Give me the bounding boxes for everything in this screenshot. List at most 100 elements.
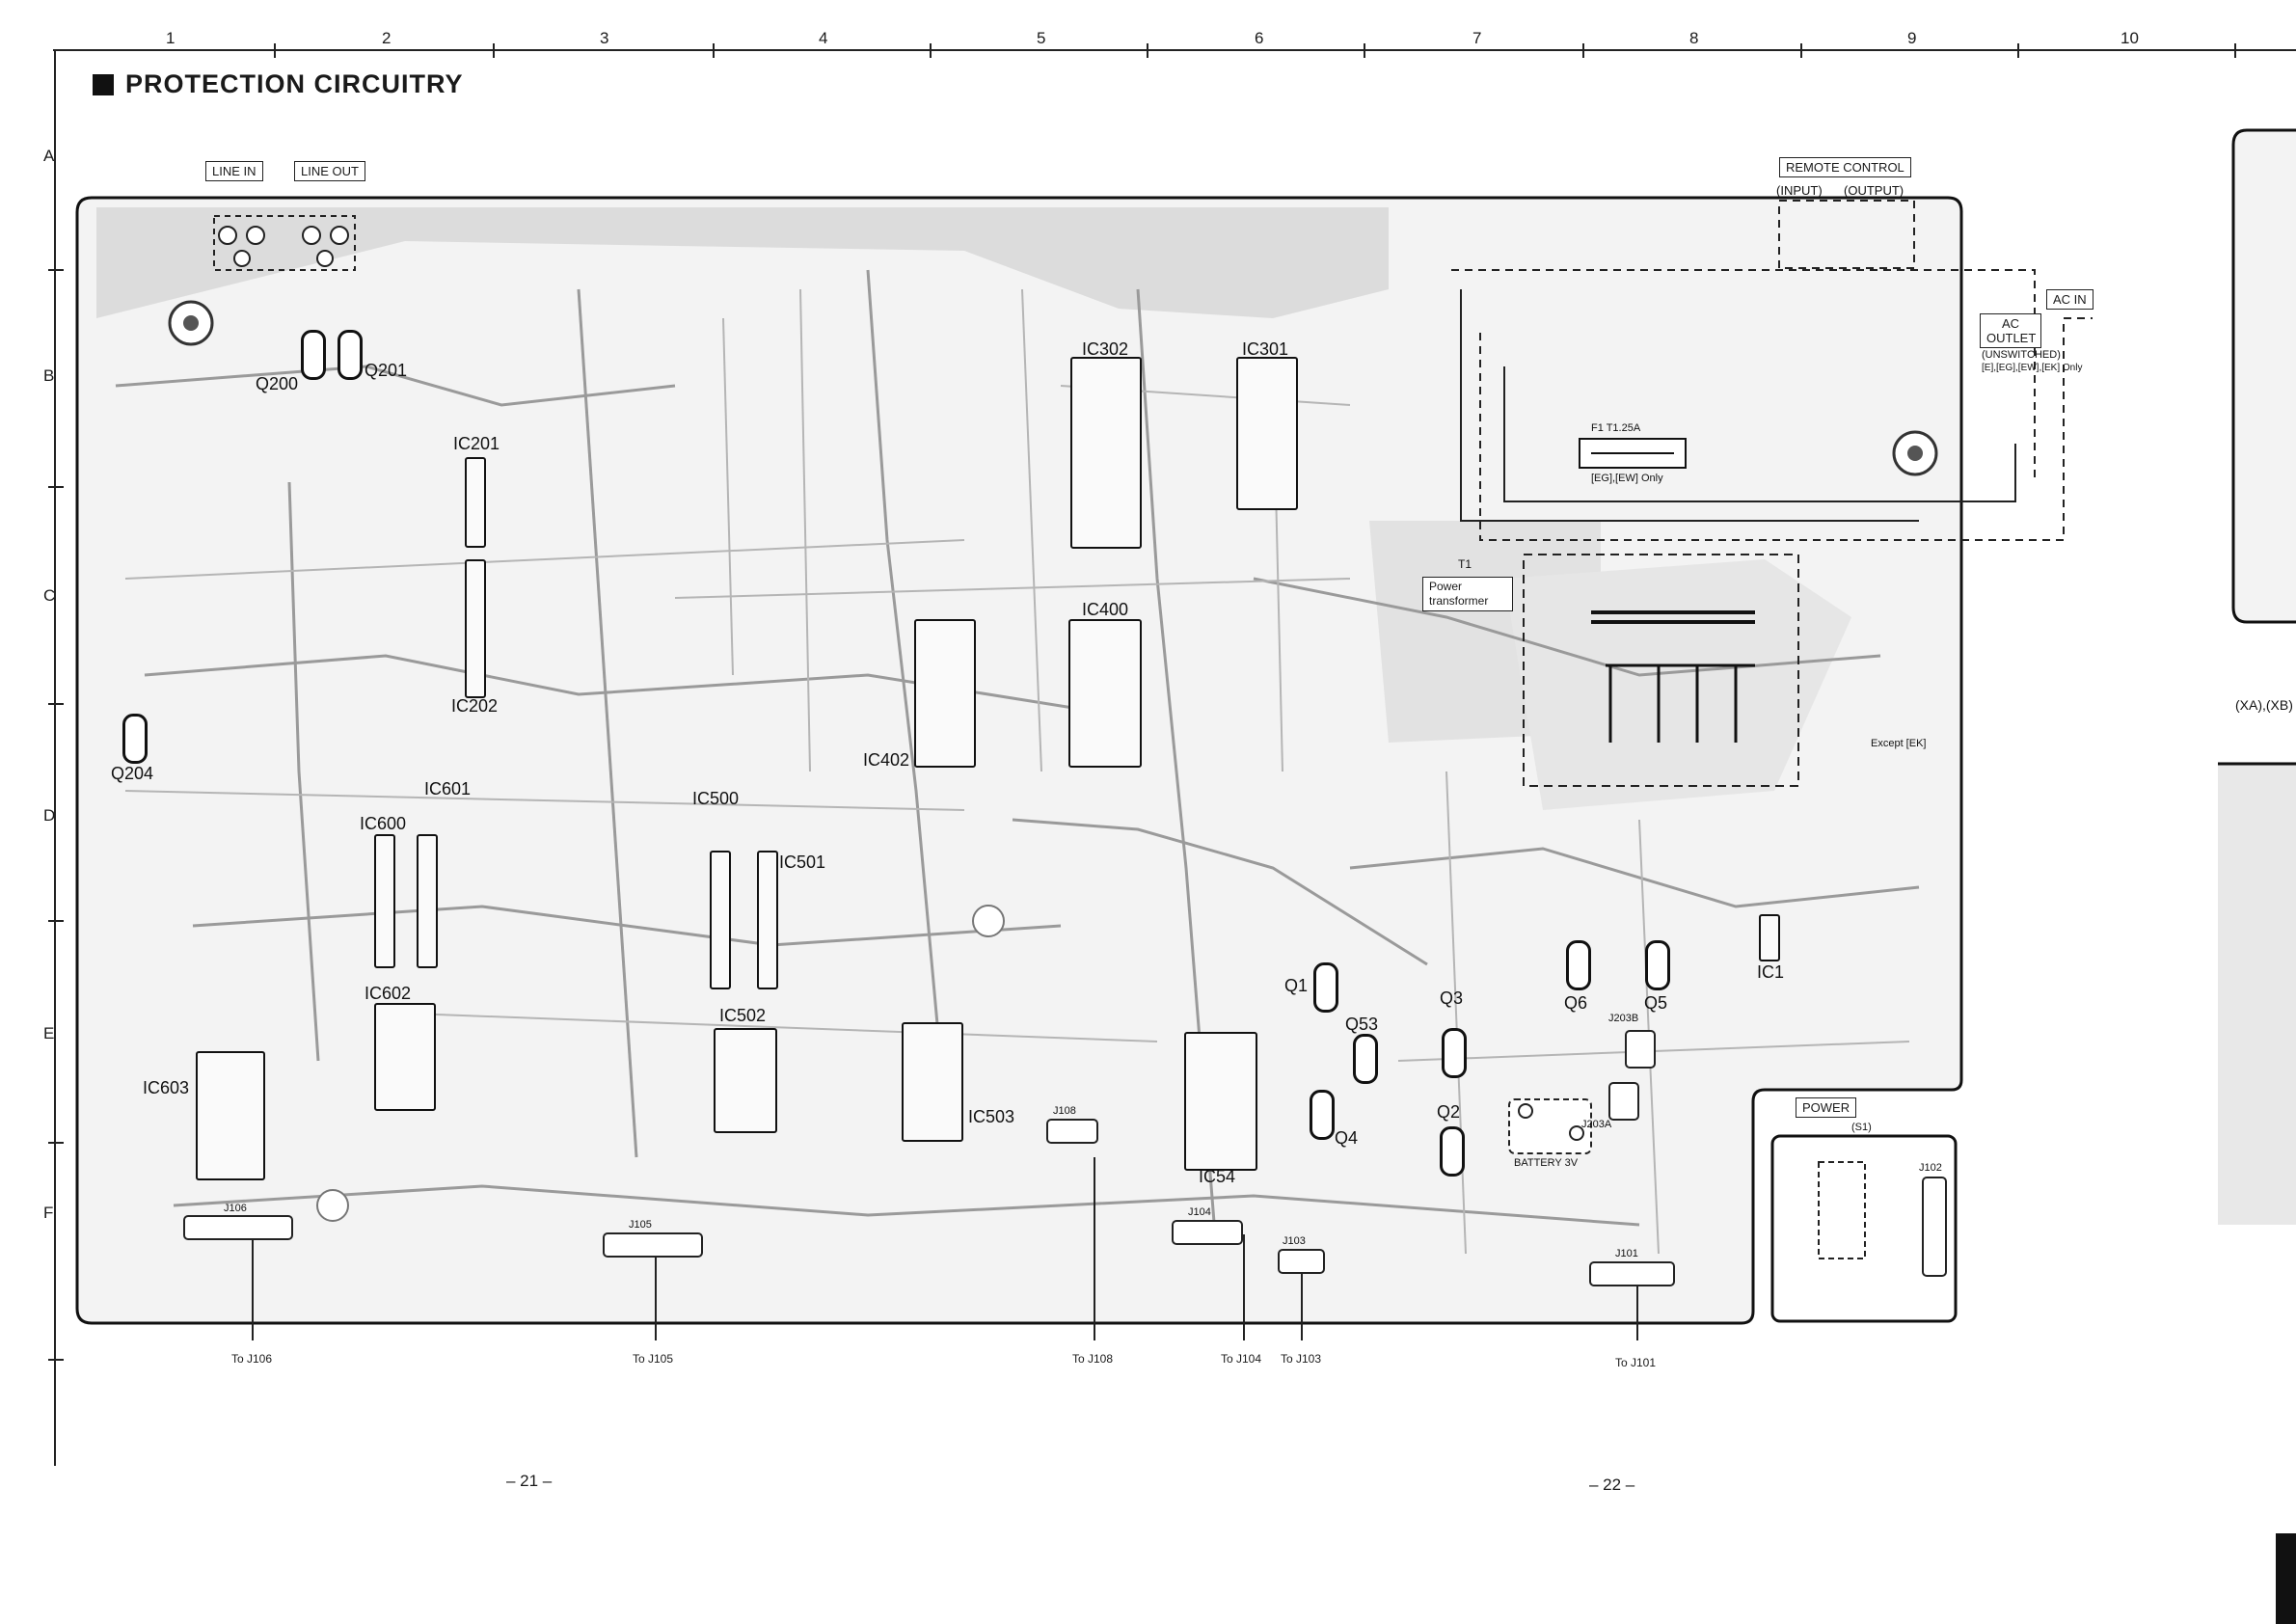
- to-label: To J104: [1221, 1352, 1262, 1366]
- transformer-label: Power transformer: [1422, 577, 1513, 611]
- column-number: 3: [600, 29, 609, 47]
- ic-label: IC402: [863, 750, 910, 770]
- ic-chip: [1759, 914, 1780, 961]
- transistor-label: Q204: [111, 764, 154, 783]
- connector-label: J108: [1053, 1105, 1076, 1117]
- fuse-label: F1 T1.25A: [1591, 422, 1641, 434]
- transistor-label: Q4: [1335, 1128, 1359, 1148]
- connector: [1278, 1249, 1325, 1274]
- ic-label: IC201: [453, 434, 500, 453]
- row-letter: E: [43, 1024, 55, 1042]
- row-letter: B: [43, 366, 55, 385]
- ic-label: IC600: [360, 814, 407, 833]
- transistor: [301, 330, 326, 380]
- line-in-label: LINE IN: [205, 161, 263, 181]
- ac-in-label: AC IN: [2046, 289, 2093, 310]
- ic-label: IC500: [692, 789, 740, 808]
- ac-outlet-label: AC OUTLET: [1980, 313, 2041, 348]
- connector-label: J103: [1283, 1235, 1306, 1247]
- ic-label: IC503: [968, 1107, 1015, 1126]
- ic-chip: [196, 1051, 265, 1180]
- connector-label: J203B: [1608, 1013, 1639, 1024]
- ic-chip: [374, 834, 395, 968]
- remote-output-label: (OUTPUT): [1844, 183, 1904, 198]
- side-note: (XA),(XB): [2235, 697, 2293, 713]
- ic-chip: [417, 834, 438, 968]
- ic-label: IC502: [719, 1006, 767, 1025]
- connector: [1608, 1082, 1639, 1121]
- column-number: 6: [1255, 29, 1264, 47]
- ic-label: IC603: [143, 1078, 190, 1097]
- title-square-icon: [93, 73, 114, 95]
- line-out-label: LINE OUT: [294, 161, 365, 181]
- ic-label: IC1: [1757, 962, 1785, 982]
- ic-chip: [1184, 1032, 1257, 1171]
- transistor-label: Q201: [365, 361, 408, 380]
- ic-chip: [902, 1022, 963, 1142]
- outlet-note: [E],[EG],[EW],[EK] Only: [1982, 363, 2083, 373]
- transistor-label: Q2: [1437, 1102, 1461, 1122]
- page-number-left: – 21 –: [506, 1472, 553, 1490]
- transistor: [122, 714, 148, 764]
- connector: [1922, 1177, 1947, 1277]
- transistor: [1310, 1090, 1335, 1140]
- ic-label: IC400: [1082, 600, 1129, 619]
- page-number-right: – 22 –: [1589, 1475, 1635, 1494]
- to-label: To J101: [1615, 1356, 1657, 1369]
- page-title: PROTECTION CIRCUITRY: [93, 69, 464, 99]
- ic-chip: [757, 851, 778, 989]
- transistor: [1442, 1028, 1467, 1078]
- ic-chip: [914, 619, 976, 768]
- ic-chip: [714, 1028, 777, 1133]
- connector: [1172, 1220, 1243, 1245]
- to-label: To J106: [231, 1352, 273, 1366]
- switch-s1-label: (S1): [1851, 1122, 1872, 1133]
- transistor-label: Q6: [1564, 993, 1588, 1013]
- remote-input-label: (INPUT): [1776, 183, 1823, 198]
- ic-chip: [465, 559, 486, 698]
- connector: [1589, 1261, 1675, 1286]
- ic-label: IC54: [1199, 1167, 1236, 1186]
- ic-label: IC501: [779, 853, 826, 872]
- to-label: To J108: [1072, 1352, 1114, 1366]
- connector: [603, 1232, 703, 1258]
- ic-chip: [465, 457, 486, 548]
- ic-label: IC302: [1082, 339, 1129, 359]
- column-number: 2: [382, 29, 392, 47]
- ic-chip: [1070, 357, 1142, 549]
- transistor-label: Q5: [1644, 993, 1668, 1013]
- row-letter: F: [43, 1204, 54, 1222]
- fuse-note: [EG],[EW] Only: [1591, 473, 1663, 484]
- remote-control-label: REMOTE CONTROL: [1779, 157, 1911, 177]
- title-text: PROTECTION CIRCUITRY: [125, 69, 464, 98]
- connector-label: J203A: [1581, 1119, 1612, 1130]
- ic-chip: [1236, 357, 1298, 510]
- transistor: [1566, 940, 1591, 990]
- connector-label: J106: [224, 1203, 247, 1214]
- column-number: 8: [1689, 29, 1699, 47]
- to-label: To J105: [633, 1352, 674, 1366]
- unswitched-label: (UNSWITCHED): [1982, 349, 2061, 361]
- connector: [1625, 1030, 1656, 1069]
- row-letter: D: [43, 806, 56, 825]
- connector-label: J105: [629, 1219, 652, 1231]
- transistor: [1645, 940, 1670, 990]
- ic-chip: [1068, 619, 1142, 768]
- to-label: To J103: [1281, 1352, 1322, 1366]
- connector-label: J102: [1919, 1162, 1942, 1174]
- ic-label: IC601: [424, 779, 472, 798]
- column-number: 5: [1037, 29, 1046, 47]
- connector: [183, 1215, 293, 1240]
- except-ek-note: Except [EK]: [1871, 738, 1927, 749]
- transistor-label: Q3: [1440, 988, 1464, 1008]
- battery-label: BATTERY 3V: [1514, 1157, 1579, 1169]
- ic-label: IC602: [365, 984, 412, 1003]
- column-number: 4: [819, 29, 828, 47]
- connector-label: J101: [1615, 1248, 1638, 1259]
- ic-label: IC301: [1242, 339, 1289, 359]
- row-letter: C: [43, 586, 56, 605]
- transistor: [1313, 962, 1338, 1013]
- transistor-label: Q53: [1345, 1015, 1379, 1034]
- column-number: 1: [166, 29, 176, 47]
